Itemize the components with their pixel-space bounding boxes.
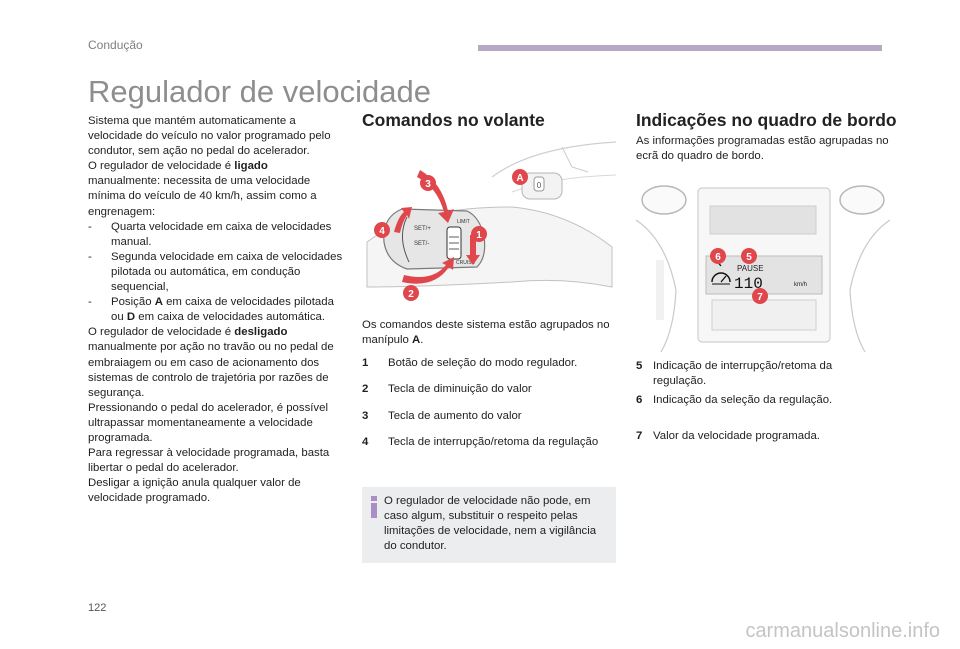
callout-5: 5 [741,248,757,264]
callout-3: 3 [420,175,436,191]
svg-text:1: 1 [476,230,482,241]
info-icon [371,496,377,518]
warning-oval-left [641,185,687,215]
heading-instrument-panel: Indicações no quadro de bordo [636,110,897,130]
dashboard-outline [561,146,589,173]
page-title: Regulador de velocidade [88,74,431,109]
heading-steering-controls: Comandos no volante [362,110,545,130]
panel-intro: As informações programadas estão agrupad… [636,135,889,163]
stalk-label: 0 [537,181,542,190]
dashboard-outline [491,141,616,178]
warning-oval-right [839,185,885,215]
callout-7: 7 [752,288,768,304]
controls-intro: Os comandos deste sistema estão agrupado… [362,319,610,347]
arrow-increase [417,170,454,223]
arrow-decrease [402,257,454,284]
cruise-display [705,255,823,295]
safety-note: O regulador de velocidade não pode, em c… [362,487,616,563]
gauge-scale-left [656,260,664,320]
screen-top [709,205,817,235]
callout-4: 4 [374,222,390,238]
watermark: carmanualsonline.info [745,620,940,642]
arrow-select [466,235,480,265]
callout-2: 2 [403,285,419,301]
svg-text:A: A [516,173,523,184]
gauge-right [849,219,890,352]
override-paragraph: Pressionando o pedal do acelerador, é po… [88,401,328,444]
on-paragraph: O regulador de velocidade é ligado [88,160,268,173]
svg-text:6: 6 [715,252,721,263]
left-column: Sistema que mantém automaticamente a vel… [88,114,344,506]
limit-label: LIMIT [457,219,470,225]
svg-text:2: 2 [408,289,414,300]
note-text: O regulador de velocidade não pode, em c… [384,495,597,553]
svg-text:7: 7 [757,292,763,303]
cruise-label: CRUISE [456,260,476,266]
resume-paragraph: Para regressar à velocidade programada, … [88,447,330,475]
svg-text:3: 3 [425,179,431,190]
on-conditions: manualmente: necessita de uma velocidade… [88,175,317,218]
speed-unit: km/h [794,282,807,288]
svg-text:5: 5 [746,252,752,263]
module-edge [402,216,410,263]
pause-label: PAUSE [737,264,764,273]
cruise-icon [711,272,731,285]
callout-1: 1 [471,226,487,242]
list-item: -Quarta velocidade em caixa de velocidad… [88,220,332,248]
arrow-interrupt [394,207,412,233]
callout-a: A [512,169,528,185]
speed-value: 110 [734,275,763,293]
stalk-button [533,176,545,192]
off-paragraph: O regulador de velocidade é desligado [88,326,288,339]
off-conditions: manualmente por ação no travão ou no ped… [88,341,334,399]
section-label: Condução [88,38,143,52]
set-plus-label: SET/+ [414,226,431,232]
instrument-cluster-figure: PAUSE 110 km/h 6 5 7 [636,180,890,352]
gauge-left [636,219,677,352]
header-bar [478,45,882,51]
set-minus-label: SET/- [414,241,429,247]
callout-6: 6 [710,248,726,264]
page-number: 122 [88,602,107,614]
svg-text:4: 4 [379,226,385,237]
screen-bottom [711,299,817,331]
list-item: -Posição A em caixa de velocidades pilot… [88,296,334,324]
intro-paragraph: Sistema que mantém automaticamente a vel… [88,115,331,158]
list-item: -Segunda velocidade em caixa de velocida… [88,250,343,294]
steering-controls-figure: 0 SET/+ SET/- LIMIT CRUISE A 3 4 1 2 [366,141,616,301]
ignition-paragraph: Desligar a ignição anula qualquer valor … [88,477,301,505]
